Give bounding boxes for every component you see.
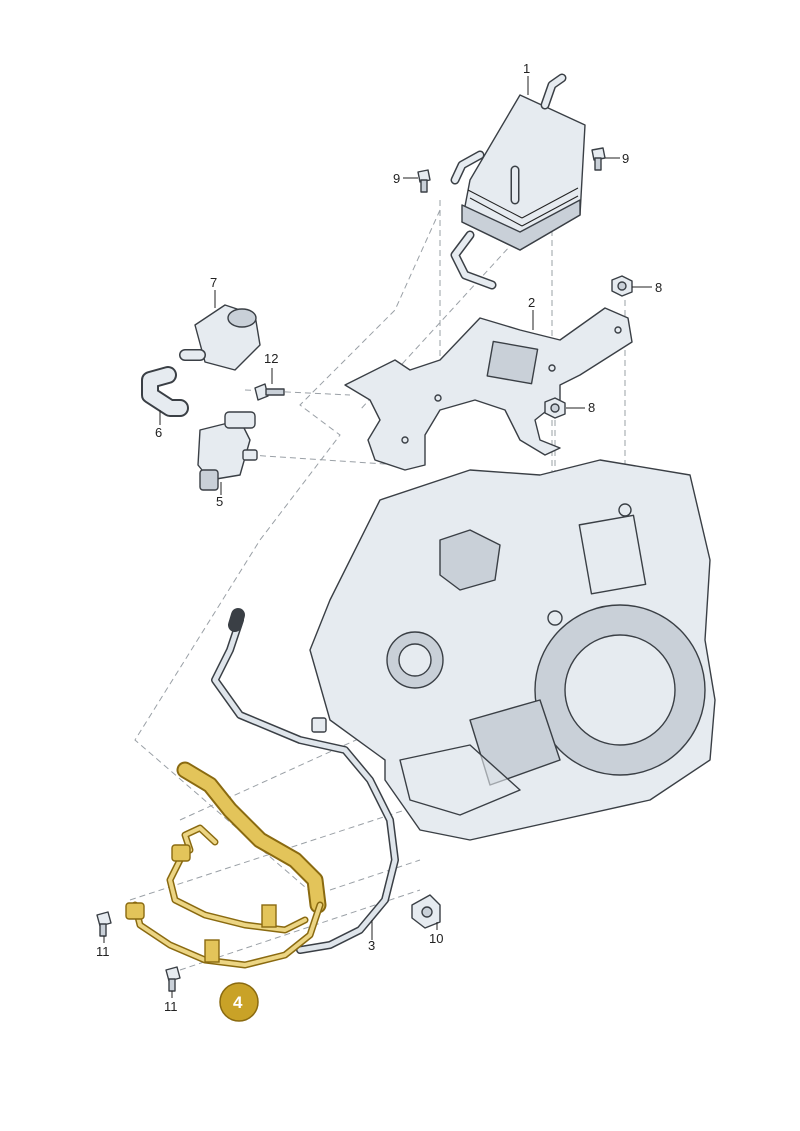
- callout-5: 5: [216, 494, 223, 509]
- callout-7: 7: [210, 275, 217, 290]
- callout-6: 6: [155, 425, 162, 440]
- valve-part-7: [179, 304, 261, 371]
- callout-8-top: 8: [655, 280, 662, 295]
- callout-8-middle: 8: [588, 400, 595, 415]
- callout-1: 1: [523, 61, 530, 76]
- pipe-part-3: [211, 608, 399, 954]
- callout-11-left: 11: [96, 944, 110, 959]
- bolt-part-12: [254, 383, 285, 401]
- bolt-part-11-left: [96, 911, 112, 937]
- callout-9-right: 9: [622, 151, 629, 166]
- nut-part-8-middle: [544, 397, 566, 419]
- bolt-part-9-left: [417, 169, 431, 193]
- callout-9-left: 9: [393, 171, 400, 186]
- callout-12: 12: [264, 351, 278, 366]
- valve-part-5: [197, 411, 258, 491]
- bolt-part-9-right: [591, 147, 606, 171]
- callout-11-bottom: 11: [164, 999, 178, 1014]
- hose-part-6: [141, 366, 189, 417]
- clip-part-10: [411, 894, 441, 929]
- bolt-part-11-bottom: [165, 966, 181, 992]
- highlight-badge-part-4: 4: [219, 982, 259, 1022]
- callout-10: 10: [429, 931, 443, 946]
- nut-part-8-top: [611, 275, 633, 297]
- hose-assembly-part-4: [125, 761, 327, 969]
- callout-3: 3: [368, 938, 375, 953]
- transmission-housing: [309, 459, 716, 841]
- bracket: [344, 307, 633, 471]
- callout-2: 2: [528, 295, 535, 310]
- oil-cooler: [450, 73, 586, 290]
- callout-labels: 1 2 3 5 6 7 8 8 9 9 10 11 11 12: [96, 61, 662, 1014]
- highlight-badge-label: 4: [233, 993, 243, 1012]
